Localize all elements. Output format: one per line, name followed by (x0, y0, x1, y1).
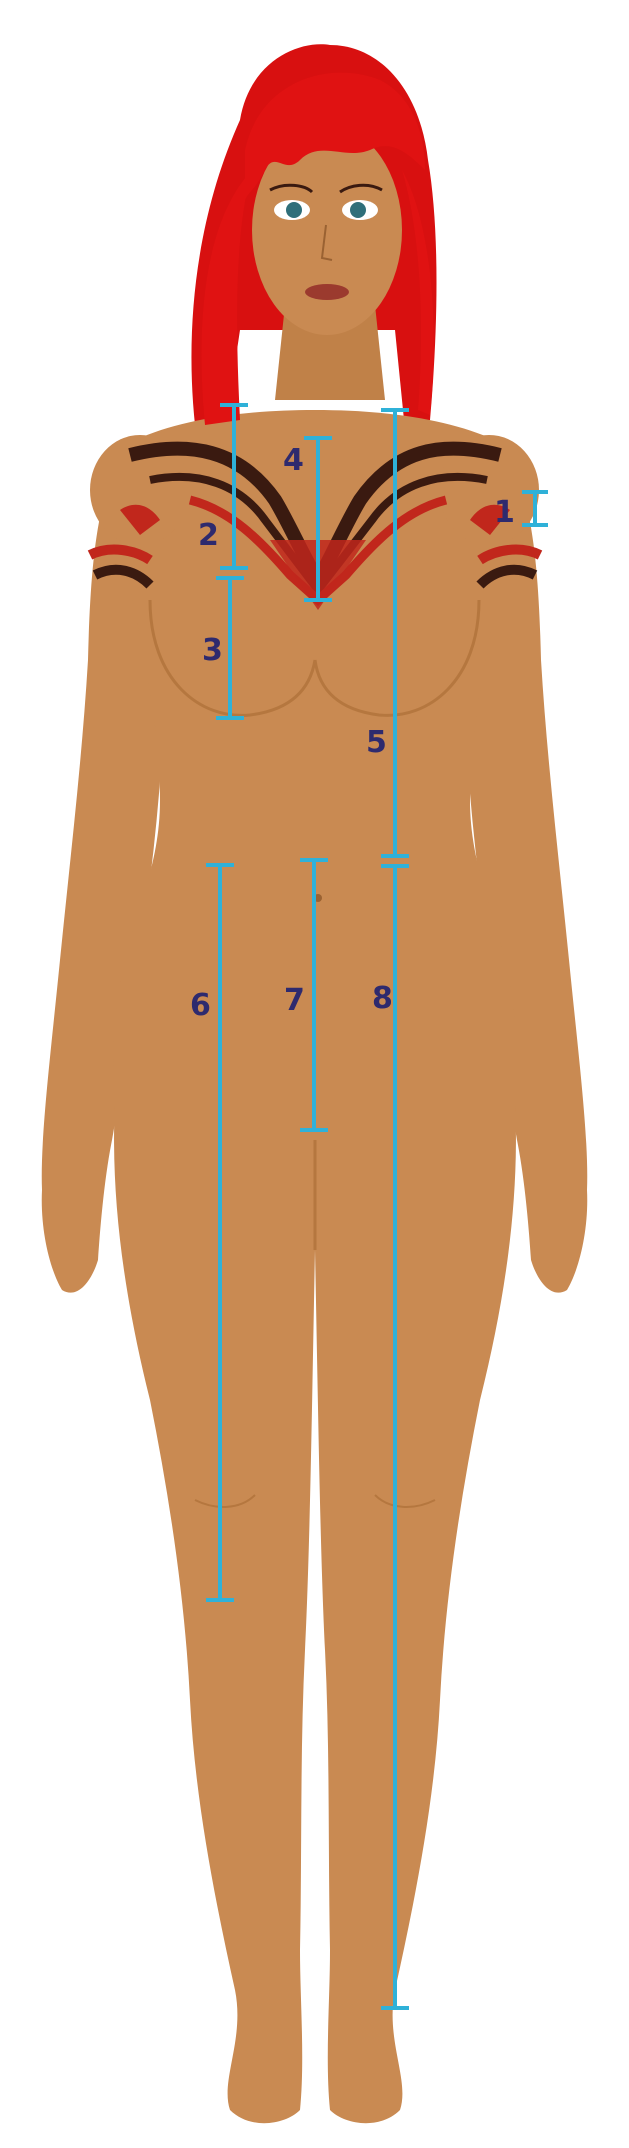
measure-line-7 (300, 858, 328, 1132)
measure-line-5 (381, 408, 409, 858)
left-breast-contour (148, 599, 317, 717)
right-breast-contour (313, 599, 481, 717)
measure-label-6: 6 (190, 988, 211, 1023)
measure-label-4: 4 (283, 443, 304, 478)
mouth (305, 284, 349, 300)
measure-label-7: 7 (284, 983, 305, 1018)
measure-label-2: 2 (198, 518, 219, 553)
female-figure (41, 44, 588, 2124)
measure-label-8: 8 (372, 981, 393, 1016)
measure-label-5: 5 (366, 725, 387, 760)
measure-line-3 (216, 576, 244, 720)
left-arm (41, 460, 168, 1293)
left-iris (286, 202, 302, 218)
knee-left (194, 1494, 256, 1508)
left-arm-tattoo-red (87, 544, 153, 565)
right-arm (461, 460, 588, 1293)
measure-line-4 (304, 436, 332, 602)
measurement-lines (206, 403, 548, 2010)
hair-fringe (245, 72, 425, 200)
hair-side-left (201, 170, 252, 425)
measure-line-8 (381, 864, 409, 2010)
measure-line-6 (206, 863, 234, 1602)
right-iris (350, 202, 366, 218)
measurement-labels: 1 2 3 4 5 6 7 8 (190, 443, 515, 1023)
right-arm-tattoo (476, 564, 538, 589)
knee-right (374, 1494, 436, 1508)
left-arm-tattoo (92, 564, 154, 589)
right-shoulder (439, 435, 539, 545)
measure-line-2 (220, 403, 248, 570)
measure-line-1 (522, 490, 548, 527)
face (252, 125, 402, 335)
hair-side-right (402, 170, 434, 415)
left-shoulder (90, 435, 190, 545)
right-brow (339, 183, 383, 194)
left-brow (269, 183, 314, 194)
nose (320, 224, 333, 261)
right-arm-tattoo-red (477, 544, 543, 565)
torso (113, 410, 517, 1120)
legs (114, 1100, 516, 2124)
measure-label-3: 3 (202, 633, 223, 668)
measure-label-1: 1 (494, 495, 515, 530)
